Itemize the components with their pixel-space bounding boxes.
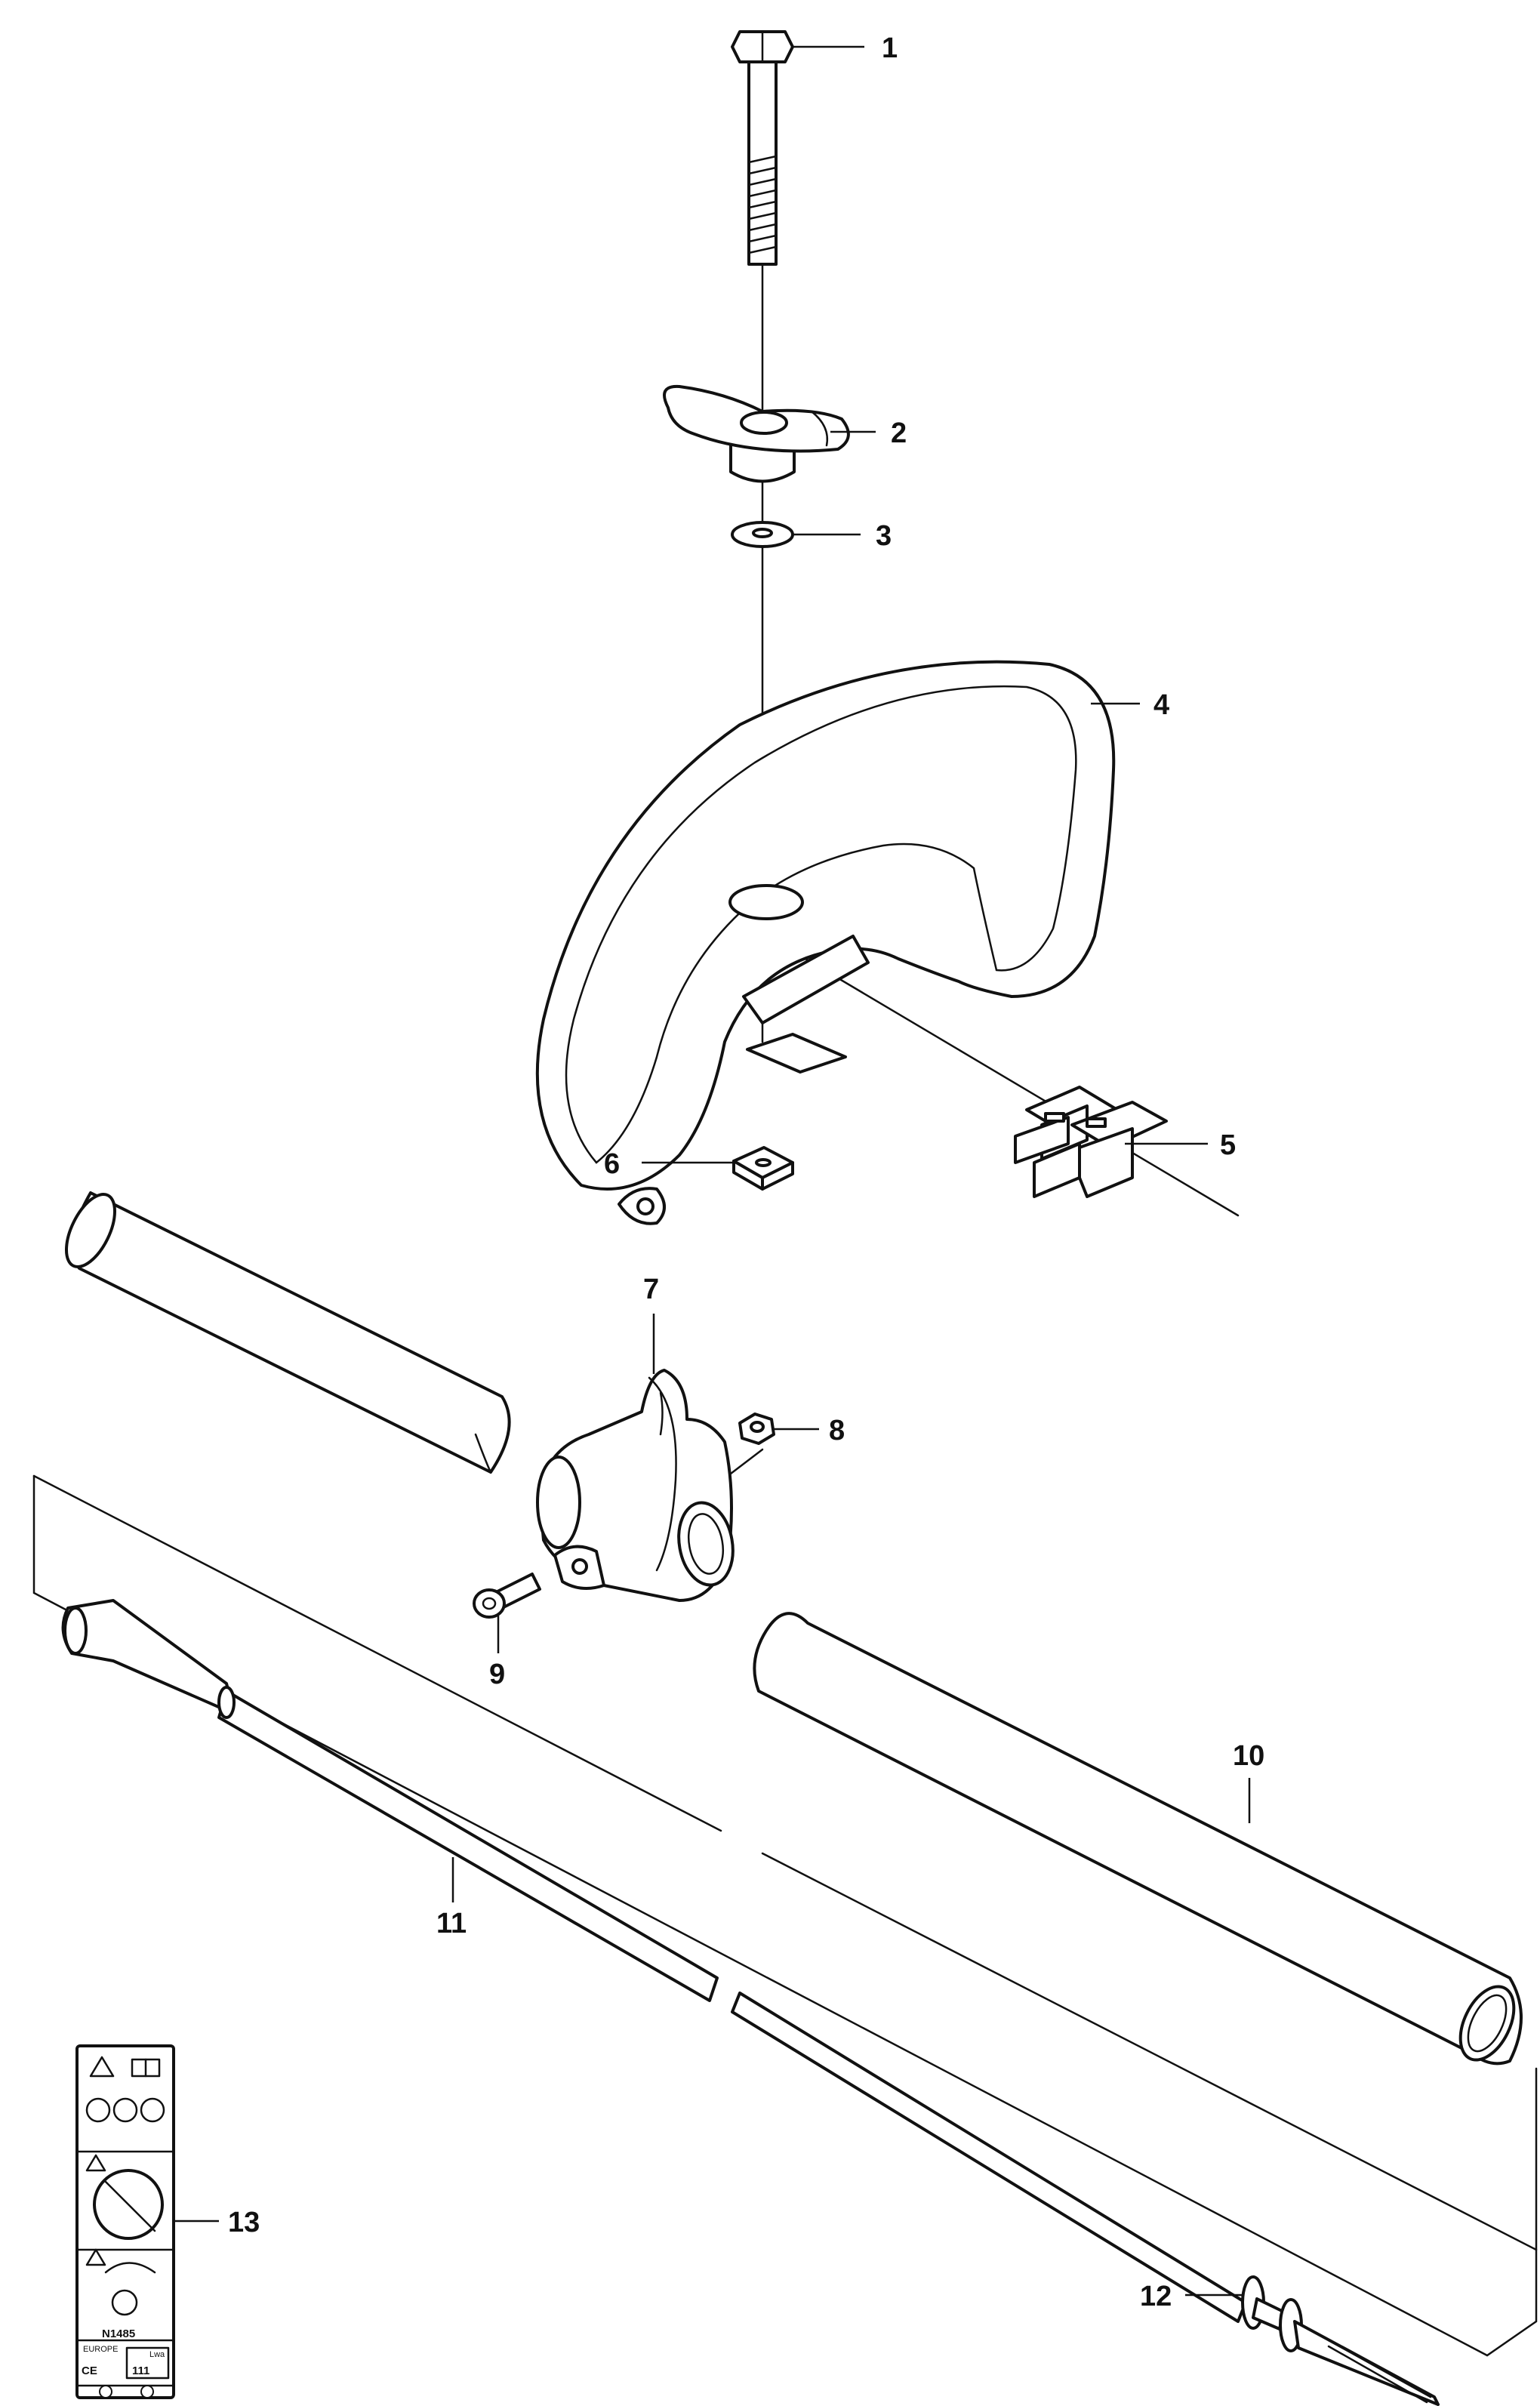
- part-12-shaft-end: [1241, 2275, 1440, 2406]
- part-3-washer: [731, 521, 794, 548]
- drive-shaft-envelope: [32, 1474, 1538, 2357]
- ce-mark: CE: [82, 2364, 97, 2377]
- kickback-warning-icon: [85, 2248, 156, 2316]
- sound-unit: Lwa: [149, 2350, 165, 2359]
- callout-10: 10: [1233, 1740, 1264, 1772]
- part-4-loop-handle: [535, 660, 1116, 1225]
- callout-leaders: [174, 45, 1251, 2297]
- callout-11: 11: [436, 1908, 467, 1939]
- protective-gear-icons: [85, 2097, 165, 2123]
- part-9-screw: [473, 1573, 541, 1619]
- callout-2: 2: [891, 417, 907, 449]
- callout-7: 7: [643, 1274, 659, 1305]
- sound-level: 111: [132, 2364, 149, 2377]
- manual-book-icon: [131, 2058, 161, 2078]
- part-13-warning-decal: N1485 EUROPE CE 111 Lwa: [75, 2044, 175, 2399]
- callout-12: 12: [1140, 2281, 1172, 2312]
- callout-5: 5: [1220, 1129, 1236, 1161]
- callout-labels: 1 2 3 4 5 6 7 8 9 10 11 12 13: [228, 32, 1264, 2312]
- part-5-clamp: [1014, 1086, 1168, 1198]
- decal-region: EUROPE: [83, 2345, 118, 2354]
- callout-4: 4: [1153, 689, 1169, 721]
- callout-3: 3: [876, 520, 892, 552]
- callout-8: 8: [829, 1415, 845, 1446]
- decal-code: N1485: [102, 2327, 135, 2340]
- certification-icons: [99, 2385, 154, 2398]
- callout-1: 1: [882, 32, 898, 64]
- warning-triangle-icon: [89, 2056, 115, 2078]
- callout-6: 6: [604, 1148, 620, 1180]
- part-10-lower-tube: [753, 1612, 1523, 2066]
- part-8-nut: [738, 1412, 775, 1445]
- part-1-bolt: [731, 30, 794, 266]
- part-6-square-nut: [732, 1146, 794, 1191]
- part-11-drive-shaft: [61, 1599, 1247, 2323]
- part-7-coupling: [536, 1369, 735, 1602]
- safety-distance-icon: [85, 2154, 164, 2240]
- part-2-wing-knob: [663, 384, 850, 483]
- callout-9: 9: [489, 1659, 505, 1690]
- part-10-upper-tube: [64, 1191, 511, 1474]
- callout-13: 13: [228, 2207, 260, 2238]
